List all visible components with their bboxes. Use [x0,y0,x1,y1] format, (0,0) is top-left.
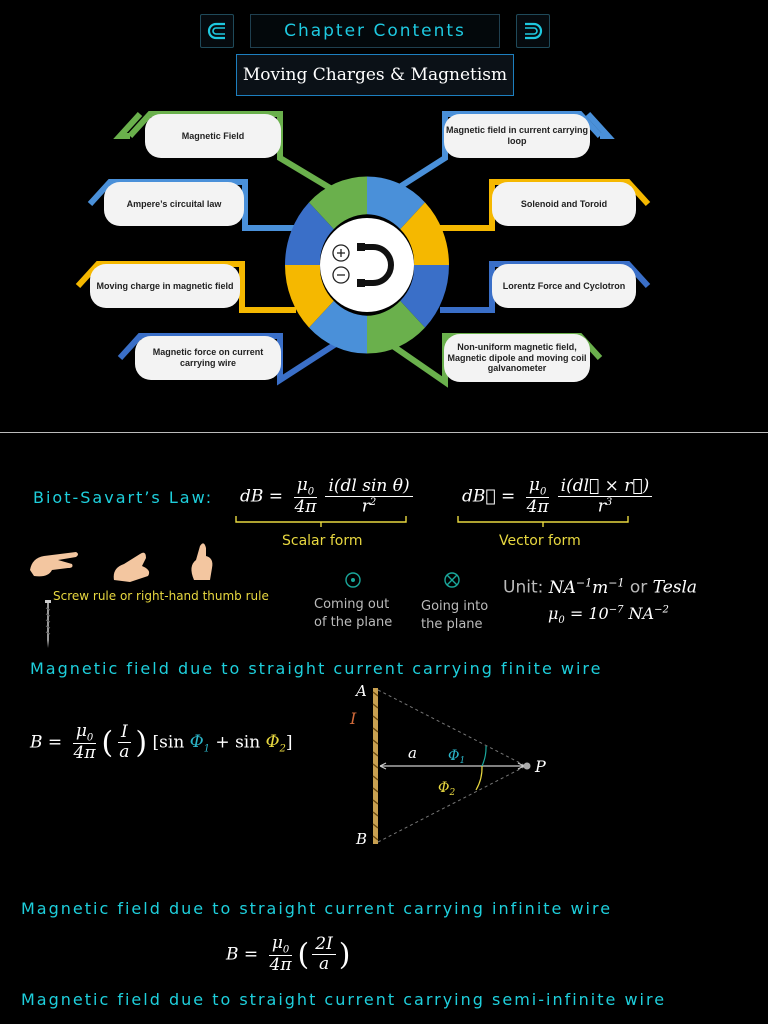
dot-out-of-plane-icon [345,572,361,588]
topic-dipole-galvanometer[interactable]: Non-uniform magnetic field, Magnetic dip… [444,334,590,382]
magnet-left-icon [207,22,225,40]
magnet-icon [332,243,394,287]
unit-prefix: Unit: [503,577,549,598]
prev-magnet-button[interactable] [200,14,234,48]
topic-current-loop[interactable]: Magnetic field in current carrying loop [444,114,590,158]
label-phi1: Φ1 [448,748,465,766]
hub-segment [285,265,334,328]
connector-force-wire [117,333,347,386]
scalar-brace [235,516,407,527]
label-p-point: P [534,757,546,776]
semi-infinite-wire-heading: Magnetic field due to straight current c… [21,990,667,1009]
coming-out-caption: Coming out of the plane [314,597,393,630]
mu-zero-value: μ0 = 10−7 NA−2 [548,604,669,627]
finite-wire-diagram: A B I a Φ1 Φ2 P [349,682,546,848]
connector-lorentz [440,261,651,313]
connector-ampere [87,179,298,231]
topic-solenoid-toroid[interactable]: Solenoid and Toroid [492,182,636,226]
biot-savart-label: Biot-Savart’s Law: [33,488,214,507]
cross-into-plane-icon [444,572,460,588]
thumbs-up-icon [191,543,213,580]
chapter-contents-label[interactable]: Chapter Contents [250,14,500,48]
dashed-lines [377,689,527,843]
grip-hand-icon [113,552,150,582]
hub-segment [400,202,449,265]
hub-segment [367,176,425,230]
vector-brace [457,516,629,527]
pointing-hand-icon [30,552,78,577]
hub-segment [309,176,367,230]
unit-or: or [624,577,653,598]
topic-lorentz-cyclotron[interactable]: Lorentz Force and Cyclotron [492,264,636,308]
angle-phi1-arc [481,745,487,767]
topic-ampere-law[interactable]: Ampere’s circuital law [104,182,244,226]
unit-line: Unit: NA−1m−1 or Tesla [503,576,698,598]
vector-caption: Vector form [499,533,581,549]
scalar-caption: Scalar form [282,533,363,549]
hub-segment [285,202,334,265]
hand-rule-caption: Screw rule or right-hand thumb rule [53,589,269,603]
hub-segment [367,300,425,354]
label-distance: a [408,744,417,762]
point-p [523,762,531,770]
going-into-caption: Going into the plane [421,599,489,632]
topic-force-on-wire[interactable]: Magnetic force on current carrying wire [135,336,281,380]
mindmap-hub [285,176,449,354]
connector-solenoid [440,179,651,231]
section-divider [0,432,768,433]
next-magnet-button[interactable] [516,14,550,48]
hub-segment [309,300,367,354]
label-a-point: A [354,682,367,700]
magnet-right-icon [525,22,543,40]
unit-tesla: Tesla [652,577,698,598]
hand-rule-illustrations [30,543,213,582]
finite-wire-heading: Magnetic field due to straight current c… [30,659,603,678]
topic-magnetic-field[interactable]: Magnetic Field [145,114,281,158]
angle-phi2-arc [475,765,483,791]
screw-icon [45,600,51,648]
label-current: I [349,709,357,728]
hub-segment [400,265,449,328]
label-phi2: Φ2 [438,780,455,798]
subject-title: Moving Charges & Magnetism [236,54,514,96]
label-b-point: B [355,830,367,848]
connector-magnetic-field [127,111,332,191]
infinite-wire-heading: Magnetic field due to straight current c… [21,899,613,918]
topic-moving-charge[interactable]: Moving charge in magnetic field [90,264,240,308]
